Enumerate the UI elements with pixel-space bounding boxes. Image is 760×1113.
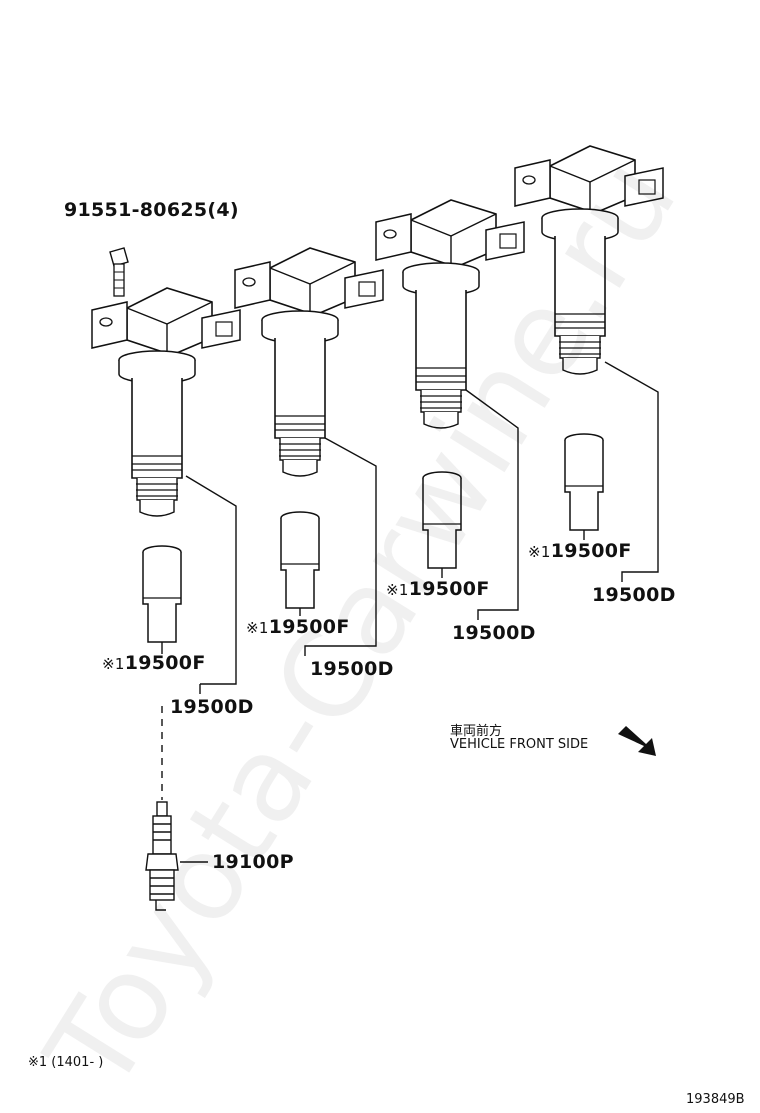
leader-lines-coil-3 <box>441 389 519 620</box>
coil-boot-1 <box>142 545 182 643</box>
coil-2-assy-part-number[interactable]: 19500D <box>310 658 394 680</box>
bolt-icon <box>109 247 129 297</box>
coil-4-assy-part-number[interactable]: 19500D <box>592 584 676 606</box>
ignition-coil-3 <box>375 199 525 429</box>
leader-lines-coil-4 <box>583 361 659 582</box>
ignition-coil-4 <box>514 145 664 375</box>
leader-lines-coil-2 <box>299 437 377 656</box>
ignition-coil-1 <box>91 287 241 517</box>
coil-boot-4 <box>564 433 604 531</box>
diagram-id: 193849B <box>686 1092 745 1107</box>
leader-lines-coil-1 <box>161 475 237 800</box>
front-direction-arrow-icon <box>618 726 656 756</box>
bolt-part-number[interactable]: 91551-80625(4) <box>64 199 239 221</box>
front-side-english: VEHICLE FRONT SIDE <box>450 737 589 752</box>
front-side-japanese: 車両前方 <box>450 724 503 739</box>
coil-1-assy-part-number[interactable]: 19500D <box>170 696 254 718</box>
spark-plug-icon <box>145 801 208 911</box>
footnote: ※1 (1401- ) <box>28 1055 104 1070</box>
coil-3-assy-part-number[interactable]: 19500D <box>452 622 536 644</box>
coil-2-boot-part-number[interactable]: ※119500F <box>246 616 350 638</box>
coil-4-boot-part-number[interactable]: ※119500F <box>528 540 632 562</box>
coil-3-boot-part-number[interactable]: ※119500F <box>386 578 490 600</box>
coil-boot-3 <box>422 471 462 569</box>
coil-boot-2 <box>280 511 320 609</box>
spark-plug-part-number[interactable]: 19100P <box>212 851 294 873</box>
coil-1-boot-part-number[interactable]: ※119500F <box>102 652 206 674</box>
ignition-coil-2 <box>234 247 384 477</box>
